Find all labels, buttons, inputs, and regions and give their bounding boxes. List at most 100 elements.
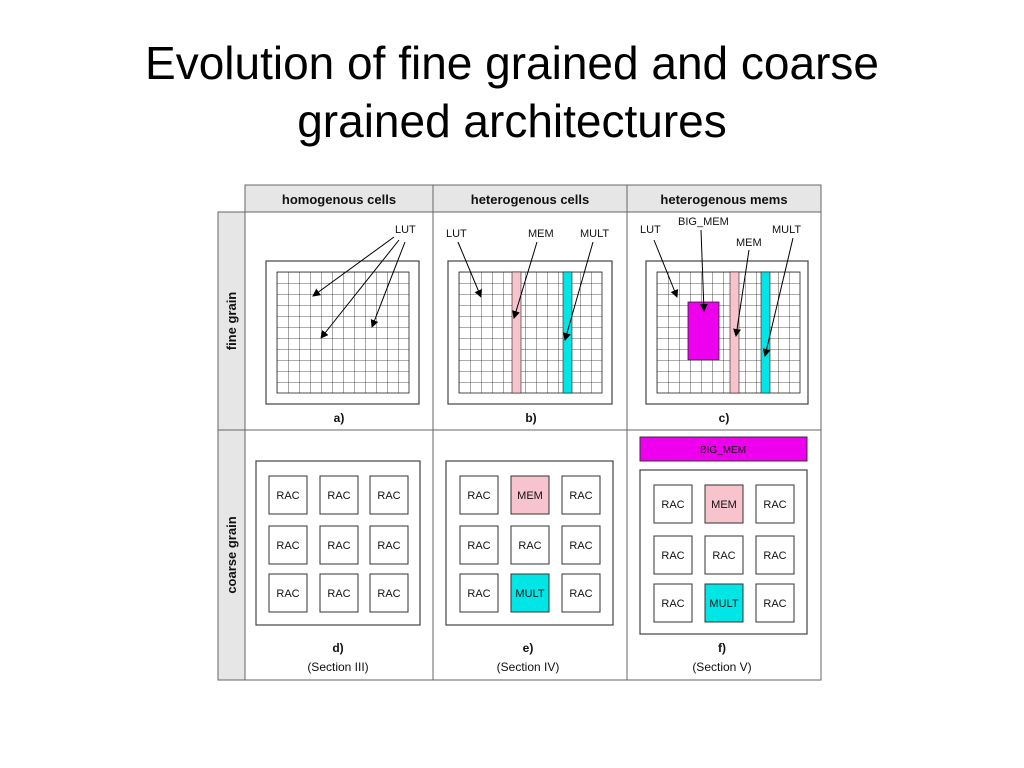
- panel-d-rac-label: RAC: [276, 490, 299, 502]
- panel-a-caption: a): [334, 411, 345, 425]
- panel-f-rac-label: RAC: [763, 499, 786, 511]
- panel-e: RAC MEM RAC RAC RAC RAC RAC MULT RAC e) (Section…: [445, 460, 614, 674]
- panel-d-rac-label: RAC: [377, 588, 400, 600]
- panel-d-rac-block: [268, 475, 308, 515]
- panel-d-rac-label: RAC: [377, 490, 400, 502]
- panel-f-rac-label: RAC: [763, 550, 786, 562]
- panel-b-mem-label: MEM: [528, 228, 554, 240]
- column-header-homogenous-cells: homogenous cells: [282, 192, 396, 207]
- panel-f-mem-block: [704, 484, 744, 524]
- panel-c-mem-label: MEM: [736, 237, 762, 249]
- panel-f-caption: f): [718, 641, 726, 655]
- column-header-heterogenous-mems: heterogenous mems: [660, 192, 787, 207]
- panel-d-rac-label: RAC: [327, 588, 350, 600]
- slide-title: Evolution of fine grained and coarse gra…: [60, 34, 964, 150]
- panel-d-caption: d): [332, 641, 343, 655]
- panel-f-rac-block: [755, 583, 795, 623]
- row-header-coarse-grain: coarse grain: [224, 516, 239, 593]
- panel-d-rac-label: RAC: [276, 540, 299, 552]
- panel-b-lut-arrow: [457, 241, 482, 298]
- panel-e-rac-label: RAC: [569, 588, 592, 600]
- panel-a-arrow-1: [312, 236, 395, 297]
- panel-d-rac-block: [268, 525, 308, 565]
- panel-e-rac-label: RAC: [518, 540, 541, 552]
- panel-c-lut-arrow: [653, 239, 679, 298]
- panel-f-mem-label: MEM: [711, 499, 737, 511]
- panel-e-mem-block: [510, 475, 550, 515]
- panel-c-mem-arrow: [733, 249, 750, 337]
- panel-d-rac-block: [268, 573, 308, 613]
- panel-e-rac-label: RAC: [467, 540, 490, 552]
- panel-c-lut-label: LUT: [640, 224, 661, 236]
- panel-b-caption: b): [525, 411, 536, 425]
- panel-e-section: (Section IV): [497, 660, 560, 674]
- panel-f-rac-block: [653, 484, 693, 524]
- panel-d-rac-block: [319, 475, 359, 515]
- panel-a-lut-label: LUT: [395, 224, 416, 236]
- panel-d-rac-label: RAC: [276, 588, 299, 600]
- panel-f-rac-block: [653, 535, 693, 575]
- panel-e-rac-block: [459, 573, 499, 613]
- panel-f-section: (Section V): [692, 660, 751, 674]
- panel-e-mult-block: [510, 573, 550, 613]
- panel-f-rac-label: RAC: [661, 598, 684, 610]
- panel-c-lut-grid: [656, 271, 801, 394]
- panel-a-lut-grid: [276, 271, 410, 394]
- panel-b-mult-arrow: [563, 241, 594, 341]
- panel-e-mem-label: MEM: [517, 490, 543, 502]
- panel-d-rac-block: [319, 573, 359, 613]
- column-header-heterogenous-cells: heterogenous cells: [471, 192, 589, 207]
- panel-e-rac-label: RAC: [569, 540, 592, 552]
- panel-b-lut-grid: [458, 271, 603, 394]
- panel-c-caption: c): [719, 411, 730, 425]
- panel-c-mult-arrow: [762, 237, 794, 357]
- panel-e-rac-block: [510, 525, 550, 565]
- slide-title-line-2: grained architectures: [297, 95, 727, 147]
- panel-e-rac-label: RAC: [467, 588, 490, 600]
- panel-d-rac-block: [369, 573, 409, 613]
- panel-d-rac-label: RAC: [327, 540, 350, 552]
- panel-e-caption: e): [523, 641, 534, 655]
- panel-a-arrow-2: [320, 239, 400, 339]
- panel-e-mult-label: MULT: [515, 588, 544, 600]
- panel-d-rac-block: [369, 475, 409, 515]
- panel-f-mult-label: MULT: [709, 598, 738, 610]
- panel-f-rac-block: [755, 535, 795, 575]
- panel-d-section: (Section III): [307, 660, 368, 674]
- panel-e-block-grid: RAC MEM RAC RAC RAC RAC RAC MULT RAC: [459, 475, 601, 613]
- panel-d-rac-label: RAC: [327, 490, 350, 502]
- panel-f-rac-label: RAC: [661, 499, 684, 511]
- panel-b-lut-label: LUT: [446, 228, 467, 240]
- panel-c-big-mem-label: BIG_MEM: [678, 216, 729, 228]
- panel-b-mem-arrow: [512, 241, 538, 319]
- panel-c-mem-column: [729, 271, 740, 394]
- panel-f-rac-label: RAC: [763, 598, 786, 610]
- panel-e-rac-block: [561, 525, 601, 565]
- panel-e-rac-label: RAC: [467, 490, 490, 502]
- panel-f-rac-block: [704, 535, 744, 575]
- panel-b-mult-label: MULT: [580, 228, 609, 240]
- panel-a-arrow-3: [370, 241, 406, 328]
- panel-c-mult-label: MULT: [772, 224, 801, 236]
- row-header-band: [217, 211, 246, 681]
- panel-c: LUT BIG_MEM MEM MULT c): [640, 216, 809, 425]
- panel-e-rac-block: [459, 475, 499, 515]
- panel-b-mem-column: [511, 271, 522, 394]
- panel-e-rac-block: [561, 475, 601, 515]
- panel-f-rac-label: RAC: [712, 550, 735, 562]
- panel-e-rac-label: RAC: [569, 490, 592, 502]
- panel-f-rac-block: [755, 484, 795, 524]
- panel-e-rac-block: [459, 525, 499, 565]
- panel-c-big-mem-arrow: [699, 229, 708, 312]
- panel-c-mult-column: [760, 271, 771, 394]
- panel-b: LUT MEM MULT b): [446, 228, 613, 425]
- panel-e-rac-block: [561, 573, 601, 613]
- panel-d-rac-block: [319, 525, 359, 565]
- panel-d-rac-block: [369, 525, 409, 565]
- panel-f-rac-block: [653, 583, 693, 623]
